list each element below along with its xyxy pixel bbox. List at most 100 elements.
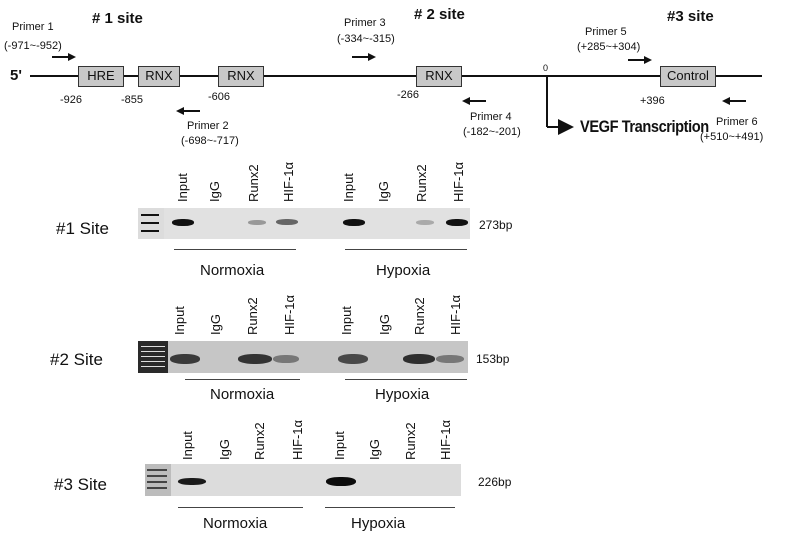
tss-arrowhead bbox=[558, 119, 574, 135]
control-box: Control bbox=[660, 66, 716, 87]
gel3-row-label: #3 Site bbox=[54, 475, 107, 494]
primer-3-range: (-334~-315) bbox=[337, 33, 395, 45]
gel2-ladder-band bbox=[141, 351, 165, 352]
gel3-band-input-normoxia bbox=[178, 478, 206, 485]
gel3-lane-label-3: Runx2 bbox=[252, 422, 267, 460]
gel1-lane-label-2: IgG bbox=[207, 181, 222, 202]
primer-6-name: Primer 6 bbox=[716, 116, 758, 128]
gel3-ladder-band bbox=[147, 481, 167, 483]
gel2-lane-label-4: HIF-1α bbox=[282, 294, 297, 335]
gel3-lane-label-8: HIF-1α bbox=[438, 419, 453, 460]
gel1-band-hif-normoxia bbox=[276, 219, 298, 225]
gel2-band-hif-normoxia bbox=[273, 355, 299, 363]
gel2-ladder-band bbox=[141, 361, 165, 362]
gel2-band-input-normoxia bbox=[170, 354, 200, 364]
gel3-hypoxia-bar bbox=[325, 507, 455, 508]
gel2-row-label: #2 Site bbox=[50, 350, 103, 369]
gel2-ladder-band bbox=[141, 366, 165, 367]
gel2-lane-label-8: HIF-1α bbox=[448, 294, 463, 335]
gel1-band-hif-hypoxia bbox=[446, 219, 468, 226]
primer-5-range: (+285~+304) bbox=[577, 41, 641, 53]
site-2-title: # 2 site bbox=[414, 6, 465, 23]
primer-6-range: (+510~+491) bbox=[700, 131, 764, 143]
gel3-lane-label-5: Input bbox=[332, 431, 347, 460]
gel3-ladder-band bbox=[147, 475, 167, 477]
gel2-hypoxia-label: Hypoxia bbox=[375, 386, 430, 403]
gel2-band-hif-hypoxia bbox=[436, 355, 464, 363]
gel1-lane-label-1: Input bbox=[175, 173, 190, 202]
gel3-hypoxia-label: Hypoxia bbox=[351, 515, 406, 532]
coord-minus-266: -266 bbox=[397, 89, 420, 101]
hre-box: HRE bbox=[78, 66, 124, 87]
five-prime-label: 5' bbox=[10, 67, 22, 84]
site-1-title: # 1 site bbox=[92, 10, 143, 27]
coord-minus-926: -926 bbox=[60, 94, 83, 106]
gel2-band-runx2-hypoxia bbox=[403, 354, 435, 364]
vegf-transcription-label: VEGF Transcription bbox=[580, 117, 709, 136]
coord-plus-396: +396 bbox=[640, 95, 665, 107]
primer-5-name: Primer 5 bbox=[585, 26, 627, 38]
rnx-box-3: RNX bbox=[416, 66, 462, 87]
gel2-lane-label-6: IgG bbox=[377, 314, 392, 335]
gel2-product-size: 153bp bbox=[476, 352, 510, 366]
gel2-normoxia-label: Normoxia bbox=[210, 386, 275, 403]
rnx-box-2: RNX bbox=[218, 66, 264, 87]
primer-2-arrow bbox=[176, 107, 200, 115]
gel1-band-input-hypoxia bbox=[343, 219, 365, 226]
primer-3-name: Primer 3 bbox=[344, 17, 386, 29]
gel1-lane-label-4: HIF-1α bbox=[281, 161, 296, 202]
gel1-lane-label-7: Runx2 bbox=[414, 164, 429, 202]
gel1-normoxia-bar bbox=[174, 249, 296, 250]
gel3-normoxia-label: Normoxia bbox=[203, 515, 268, 532]
gel3-normoxia-bar bbox=[178, 507, 303, 508]
primer-5-arrow bbox=[628, 56, 652, 64]
gel1-lane-label-3: Runx2 bbox=[246, 164, 261, 202]
coord-minus-606: -606 bbox=[208, 91, 231, 103]
gel3-lane-label-7: Runx2 bbox=[403, 422, 418, 460]
gel3-lane-label-6: IgG bbox=[367, 439, 382, 460]
gel2-lane-label-3: Runx2 bbox=[245, 297, 260, 335]
gel1-product-size: 273bp bbox=[479, 218, 513, 232]
gel2-normoxia-bar bbox=[185, 379, 300, 380]
gel2-ladder-band bbox=[141, 356, 165, 357]
gel2-lane-label-1: Input bbox=[172, 306, 187, 335]
gel3-lane-label-1: Input bbox=[180, 431, 195, 460]
primer-1-arrow bbox=[52, 53, 76, 61]
gel3-ladder-band bbox=[147, 487, 167, 489]
gel2-lane-label-7: Runx2 bbox=[412, 297, 427, 335]
gel2-lane-label-2: IgG bbox=[208, 314, 223, 335]
coord-zero: 0 bbox=[543, 63, 549, 73]
gel1-normoxia-label: Normoxia bbox=[200, 262, 265, 279]
gel1-band-input-normoxia bbox=[172, 219, 194, 226]
gel1-lane-label-5: Input bbox=[341, 173, 356, 202]
gel1-hypoxia-bar bbox=[345, 249, 467, 250]
primer-1-range: (-971~-952) bbox=[4, 40, 62, 52]
gel2-band-input-hypoxia bbox=[338, 354, 368, 364]
gel1-band-runx2-normoxia bbox=[248, 220, 266, 225]
gel1-hypoxia-label: Hypoxia bbox=[376, 262, 431, 279]
gel1-ladder-band bbox=[141, 230, 159, 232]
gel3-lane-label-2: IgG bbox=[217, 439, 232, 460]
primer-4-arrow bbox=[462, 97, 486, 105]
rnx-box-1: RNX bbox=[138, 66, 180, 87]
primer-1-name: Primer 1 bbox=[12, 21, 54, 33]
primer-6-arrow bbox=[722, 97, 746, 105]
gel1-band-runx2-hypoxia bbox=[416, 220, 434, 225]
gel1-lane-label-6: IgG bbox=[376, 181, 391, 202]
primer-4-range: (-182~-201) bbox=[463, 126, 521, 138]
gel1-lane-label-8: HIF-1α bbox=[451, 161, 466, 202]
gel3-band-input-hypoxia bbox=[326, 477, 356, 486]
primer-2-range: (-698~-717) bbox=[181, 135, 239, 147]
coord-minus-855: -855 bbox=[121, 94, 144, 106]
gel2-ladder-band bbox=[141, 346, 165, 347]
gel3-ladder-band bbox=[147, 469, 167, 471]
gel1-ladder-band bbox=[141, 222, 159, 224]
primer-2-name: Primer 2 bbox=[187, 120, 229, 132]
primer-4-name: Primer 4 bbox=[470, 111, 512, 123]
gel1-ladder-band bbox=[141, 214, 159, 216]
primer-3-arrow bbox=[352, 53, 376, 61]
gel2-band-runx2-normoxia bbox=[238, 354, 272, 364]
site-3-title: #3 site bbox=[667, 8, 714, 25]
gel2-lane-label-5: Input bbox=[339, 306, 354, 335]
